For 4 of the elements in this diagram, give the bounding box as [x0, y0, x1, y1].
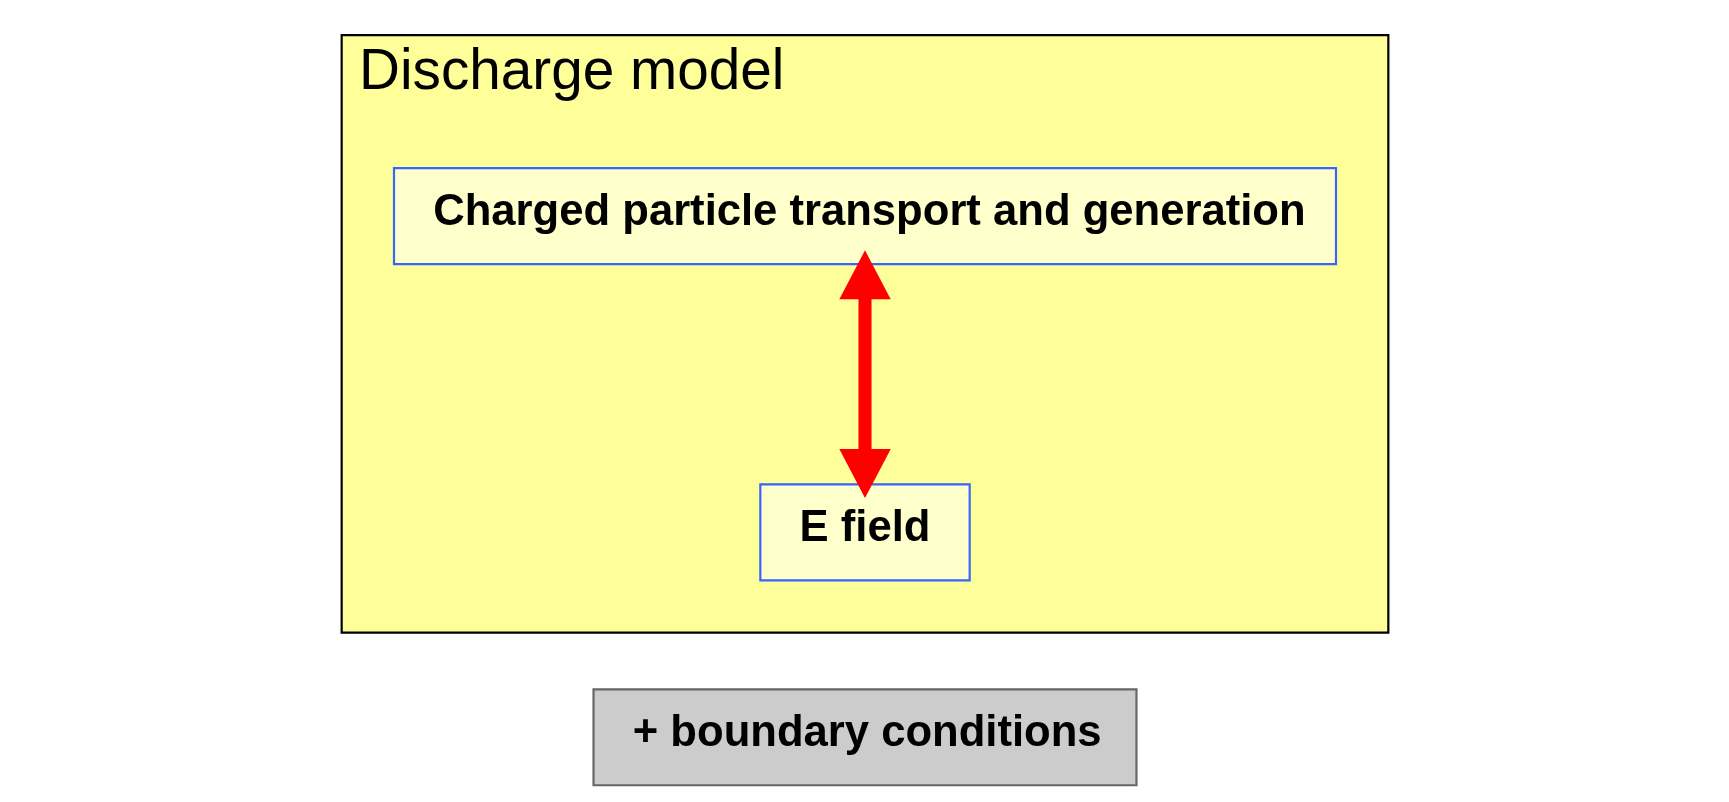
node-box: + boundary conditions: [591, 687, 1138, 786]
node-box: E field: [758, 482, 971, 581]
node-box: Charged particle transport and generation: [392, 166, 1337, 265]
arrow: [838, 249, 891, 498]
